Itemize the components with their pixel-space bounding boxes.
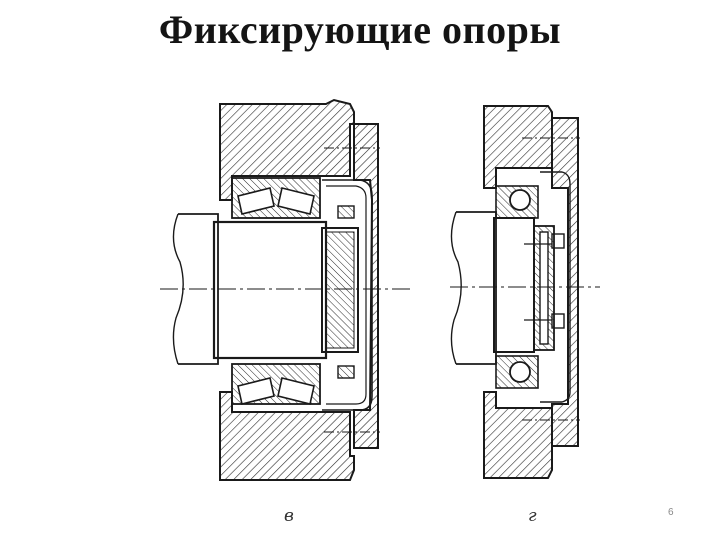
housing-lower-g <box>483 391 553 479</box>
housing-lower <box>219 391 355 481</box>
end-cover-g <box>551 117 579 447</box>
figure-g-assembly <box>450 105 600 479</box>
shaft-g <box>456 211 497 365</box>
slide-title: Фиксирующие опоры <box>158 7 562 52</box>
housing-upper-g <box>483 105 553 189</box>
page-number: 6 <box>668 507 674 518</box>
housing-upper <box>219 98 355 201</box>
figure-label-g: г <box>528 506 537 526</box>
figure-v-assembly <box>160 98 410 481</box>
figure-label-v: в <box>284 506 294 526</box>
